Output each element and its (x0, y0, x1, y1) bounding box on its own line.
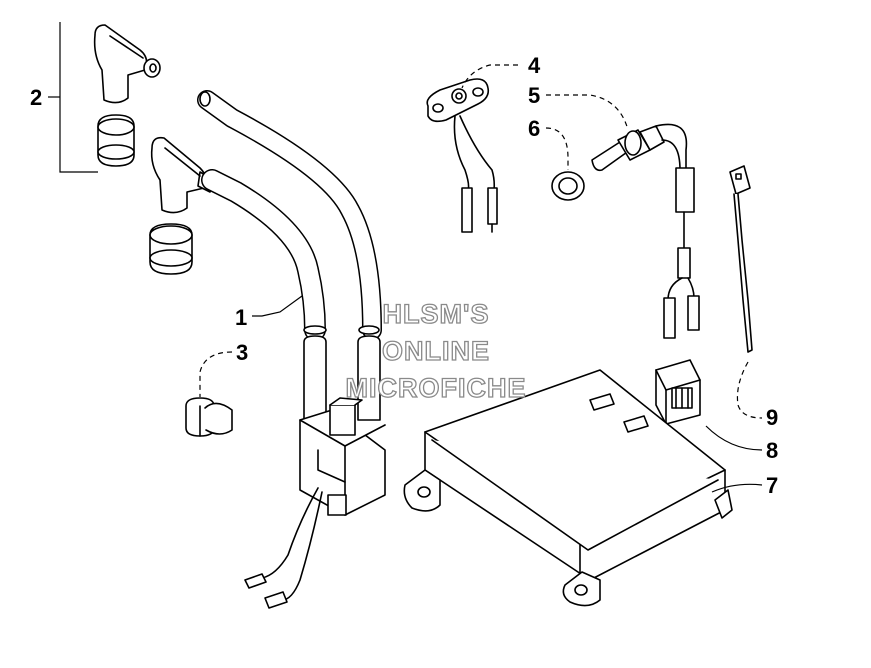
connector-cover (655, 359, 701, 425)
leader-4 (461, 64, 518, 89)
leader-8 (705, 425, 763, 451)
leader-5 (546, 94, 629, 131)
ignition-coil-leads (197, 90, 386, 609)
callout-1: 1 (235, 305, 247, 330)
leader-7 (711, 483, 763, 493)
watermark-line-3: MICROFICHE (346, 373, 527, 403)
cdi-module (403, 369, 733, 607)
callout-3: 3 (236, 340, 248, 365)
spark-plug-boot-upper (97, 114, 135, 167)
watermark-line-2: ONLINE (382, 336, 490, 366)
callout-6: 6 (528, 116, 540, 141)
leader-3 (199, 351, 233, 397)
callout-9: 9 (766, 405, 778, 430)
callout-2: 2 (30, 85, 42, 110)
watermark-line-1: HLSM'S (383, 299, 490, 329)
leader-1 (252, 295, 303, 317)
callout-8: 8 (766, 438, 778, 463)
callout-7: 7 (766, 473, 778, 498)
temperature-sensor (591, 123, 700, 339)
leader-9 (736, 361, 763, 419)
cable-tie (729, 165, 753, 353)
wire-clip (185, 397, 233, 437)
spark-plug-cap-upper (93, 24, 161, 104)
callout-5: 5 (528, 83, 540, 108)
watermark: HLSM'S ONLINE MICROFICHE (345, 298, 527, 403)
spark-plug-boot-lower (149, 223, 193, 275)
sensor-flange (426, 78, 498, 233)
sealing-washer (551, 171, 585, 201)
bracket-part-2 (59, 22, 98, 173)
callout-4: 4 (528, 53, 541, 78)
leader-6 (545, 127, 569, 170)
